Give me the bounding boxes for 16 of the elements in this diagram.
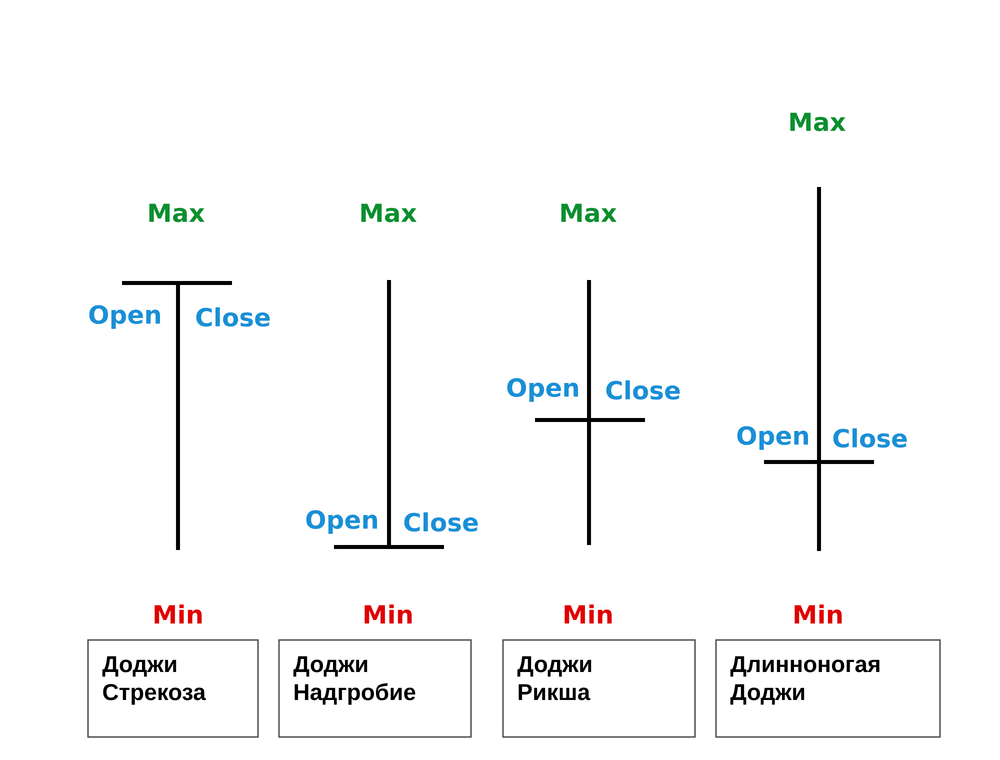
name-box: Доджи Рикша <box>502 639 696 738</box>
price-label: Open <box>737 426 808 450</box>
max-label: Max <box>361 204 417 222</box>
price-label: Close <box>606 380 680 400</box>
price-label: Close <box>404 512 478 532</box>
name-box: Доджи Надгробие <box>278 639 472 738</box>
max-label: Max <box>790 112 846 132</box>
price-label: Open <box>89 305 160 329</box>
price-label: Open <box>306 510 377 534</box>
price-label: Open <box>507 378 578 402</box>
max-label: Max <box>561 204 617 222</box>
max-label: Max <box>149 204 205 222</box>
name-box: Длинноногая Доджи <box>715 639 941 738</box>
name-box: Доджи Стрекоза <box>87 639 259 738</box>
price-label: Close <box>196 307 270 327</box>
price-label: Close <box>833 428 907 448</box>
